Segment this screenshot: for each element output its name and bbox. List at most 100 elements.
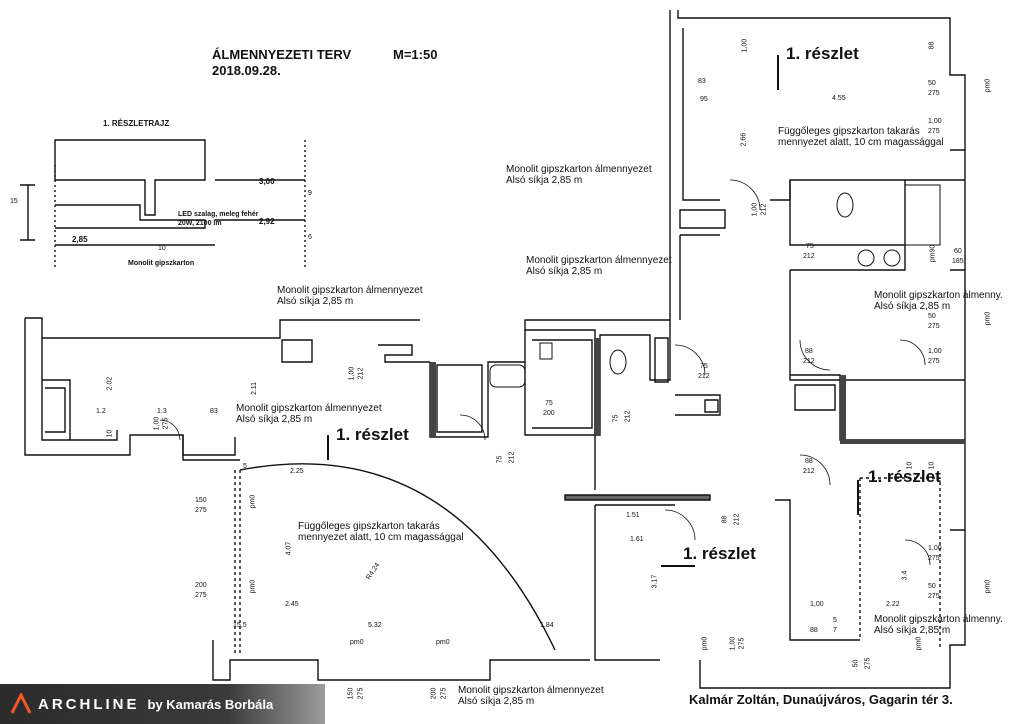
dim-label: 1.84 <box>540 622 554 629</box>
dim-label: 7 <box>833 627 837 634</box>
dim-label: 150 <box>347 687 355 700</box>
washbasin <box>857 249 875 267</box>
dim-label: pm90 <box>929 244 937 263</box>
brand-banner: ARCHLINE by Kamarás Borbála <box>0 684 325 724</box>
dim-label: 1.2 <box>96 408 106 415</box>
dim-label: 4.07 <box>285 541 293 556</box>
dim-label: 1,00 <box>741 38 749 53</box>
dim-label: 88 <box>810 627 818 634</box>
dim-label: 10 <box>906 461 914 470</box>
detail-height-292: 2,92 <box>259 217 275 226</box>
scale-label: M=1:50 <box>393 47 438 62</box>
dim-label: 275 <box>928 593 940 600</box>
bathroom-center <box>524 320 671 436</box>
dim-label: 10 <box>928 461 936 470</box>
vertical-note-1a: Függőleges gipszkarton takarás <box>778 126 920 137</box>
page-title: ÁLMENNYEZETI TERV <box>212 47 352 62</box>
dim-label: 275 <box>928 128 940 135</box>
dim-label: 3.17 <box>651 574 659 589</box>
dim-label: 75 <box>612 414 620 423</box>
dim-label: 83 <box>698 78 706 85</box>
dim-label: 50 <box>928 313 936 320</box>
dim-label: 2.66 <box>740 132 748 147</box>
ceiling-note-4b: Alsó síkja 2,85 m <box>236 414 313 425</box>
detail-title: 1. RÉSZLETRAJZ <box>103 119 170 128</box>
detail-material: Monolit gipszkarton <box>128 260 195 267</box>
dim-label: 75 <box>545 400 553 407</box>
detail-dim-right-bottom: 6 <box>308 234 312 241</box>
dim-label: 200 <box>543 410 555 417</box>
brand-byline: by Kamarás Borbála <box>147 696 274 712</box>
dim-label: 275 <box>357 687 365 700</box>
dim-label: 212 <box>624 410 632 423</box>
dim-label: 275 <box>928 358 940 365</box>
dim-label: 2.45 <box>285 601 299 608</box>
dim-label: 212 <box>760 203 768 216</box>
dim-label: 275 <box>195 592 207 599</box>
dim-label: 75 <box>806 243 814 250</box>
dim-label: 275 <box>864 657 872 670</box>
vertical-note-1b: mennyezet alatt, 10 cm magassággal <box>778 137 944 148</box>
ceiling-note-6a: Monolit gipszkarton álmenny. <box>874 290 1003 301</box>
bathtub <box>489 364 526 388</box>
ceiling-note-1b: Alsó síkja 2,85 m <box>506 175 583 186</box>
dim-label: 1,00 <box>348 366 356 381</box>
dim-label: 185 <box>952 258 964 265</box>
dim-label: 75 <box>496 455 504 464</box>
dim-label: pm0 <box>249 579 257 594</box>
ceiling-note-2b: Alsó síkja 2,85 m <box>526 266 603 277</box>
dim-label: pm0 <box>436 639 450 646</box>
dim-label: 150 <box>195 497 207 504</box>
brand-logo: ARCHLINE <box>38 695 140 713</box>
dim-label: 275 <box>440 687 448 700</box>
dim-label: 50 <box>852 659 860 668</box>
detail-section <box>54 139 206 216</box>
dim-label: 60 <box>954 248 962 255</box>
dim-label: 1.51 <box>626 512 640 519</box>
dim-label: 1,00 <box>928 348 942 355</box>
dim-label: 1,00 <box>810 601 824 608</box>
dim-label: 1.3 <box>157 408 167 415</box>
dim-label: pm0 <box>249 494 257 509</box>
dim-label: 1,00 <box>928 545 942 552</box>
led-note-line2: 20W, 2100 lm <box>178 220 222 227</box>
detail-callout-1: 1. részlet <box>786 44 859 63</box>
dim-label: 275 <box>928 555 940 562</box>
detail-height-285: 2,85 <box>72 235 88 244</box>
dim-label: 1,00 <box>729 636 737 651</box>
dim-label: pm0 <box>984 579 992 594</box>
ceiling-note-6b: Alsó síkja 2,85 m <box>874 301 951 312</box>
dim-label: 275 <box>928 90 940 97</box>
dim-label: 5 <box>243 463 247 470</box>
detail-callout-3: 1. részlet <box>868 467 941 486</box>
dim-label: 212 <box>803 468 815 475</box>
detail-height-300: 3,00 <box>259 177 275 186</box>
dim-label: 50 <box>928 80 936 87</box>
dim-label: pm0 <box>915 636 923 651</box>
ceiling-note-1a: Monolit gipszkarton álmennyezet <box>506 164 652 175</box>
date-label: 2018.09.28. <box>212 63 281 78</box>
detail-dim-bottom: 10 <box>158 245 166 252</box>
vertical-note-2a: Függőleges gipszkarton takarás <box>298 521 440 532</box>
dim-label: pm0 <box>984 78 992 93</box>
dim-label: 88 <box>805 458 813 465</box>
dim-label: 88 <box>928 41 936 50</box>
ceiling-note-3b: Alsó síkja 2,85 m <box>277 296 354 307</box>
ceiling-note-7a: Monolit gipszkarton álmenny. <box>874 614 1003 625</box>
dim-label: 2.11 <box>251 381 259 396</box>
arc-curved-ceiling <box>239 463 556 651</box>
wall-left-wing <box>24 318 236 456</box>
dim-label: 2.02 <box>106 376 114 391</box>
dim-label: 2.22 <box>886 601 900 608</box>
dim-label: 275 <box>195 507 207 514</box>
toilet <box>609 349 627 375</box>
dim-label: 2.25 <box>290 468 304 475</box>
dim-label: 88 <box>721 515 729 524</box>
wall-living-lower <box>212 640 590 681</box>
detail-dim-right-top: 9 <box>308 190 312 197</box>
dim-label: 212 <box>508 451 516 464</box>
detail-dim-left: 15 <box>10 198 18 205</box>
dim-label: 3.4 <box>901 570 909 581</box>
dim-label: 275 <box>738 637 746 650</box>
vertical-note-2b: mennyezet alatt, 10 cm magassággal <box>298 532 464 543</box>
